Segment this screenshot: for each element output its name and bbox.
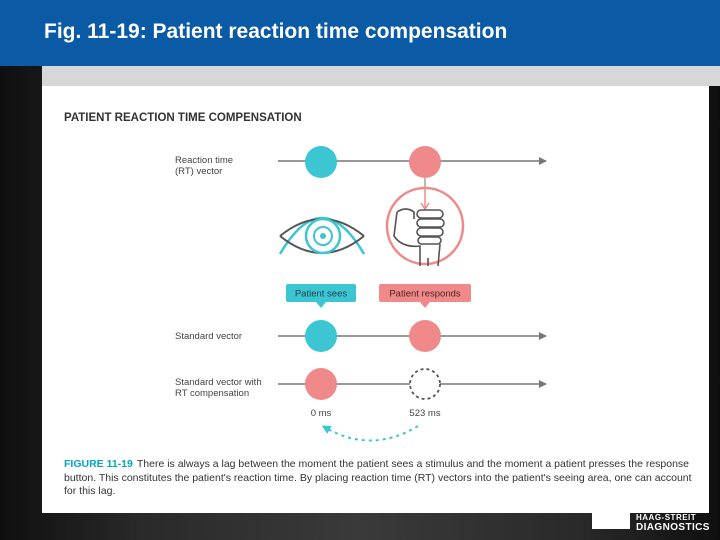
figure-diagram: PATIENT REACTION TIME COMPENSATION React… xyxy=(64,112,547,442)
logo-mark-icon xyxy=(592,513,630,529)
figure-heading: PATIENT REACTION TIME COMPENSATION xyxy=(64,112,302,124)
row-label-compensated-1: Standard vector with xyxy=(175,377,262,388)
compensation-return-arrow xyxy=(321,425,419,442)
row-label-compensated-2: RT compensation xyxy=(175,388,249,399)
company-logo: HAAG-STREIT DIAGNOSTICS xyxy=(592,513,720,540)
row-label-rt-vector-1: Reaction time xyxy=(175,155,233,166)
eye-icon xyxy=(278,216,366,255)
rt-vector-coral-dot xyxy=(409,146,441,178)
compensated-coral-dot xyxy=(305,368,337,400)
figure-caption-label: FIGURE 11-19 xyxy=(64,458,133,470)
tag-patient-responds: Patient responds xyxy=(379,284,471,308)
row-label-standard-vector: Standard vector xyxy=(175,331,242,342)
hand-press-icon xyxy=(385,186,465,267)
rt-vector-teal-dot xyxy=(305,146,337,178)
figure-panel: PATIENT REACTION TIME COMPENSATION React… xyxy=(42,86,709,513)
tag-patient-sees: Patient sees xyxy=(286,284,356,308)
compensated-ghost-dot xyxy=(409,368,441,400)
row-label-rt-vector-2: (RT) vector xyxy=(175,166,222,177)
standard-vector-coral-dot xyxy=(409,320,441,352)
logo-line-2: DIAGNOSTICS xyxy=(636,522,710,533)
tag-patient-sees-label: Patient sees xyxy=(295,289,348,300)
top-strip xyxy=(42,66,720,86)
slide-title: Fig. 11-19: Patient reaction time compen… xyxy=(44,20,508,43)
time-end-label: 523 ms xyxy=(409,408,440,419)
standard-vector-teal-dot xyxy=(305,320,337,352)
time-start-label: 0 ms xyxy=(311,408,332,419)
tag-patient-responds-label: Patient responds xyxy=(389,289,461,300)
figure-caption-text: There is always a lag between the moment… xyxy=(64,458,692,497)
logo-line-1: HAAG-STREIT xyxy=(636,513,697,522)
